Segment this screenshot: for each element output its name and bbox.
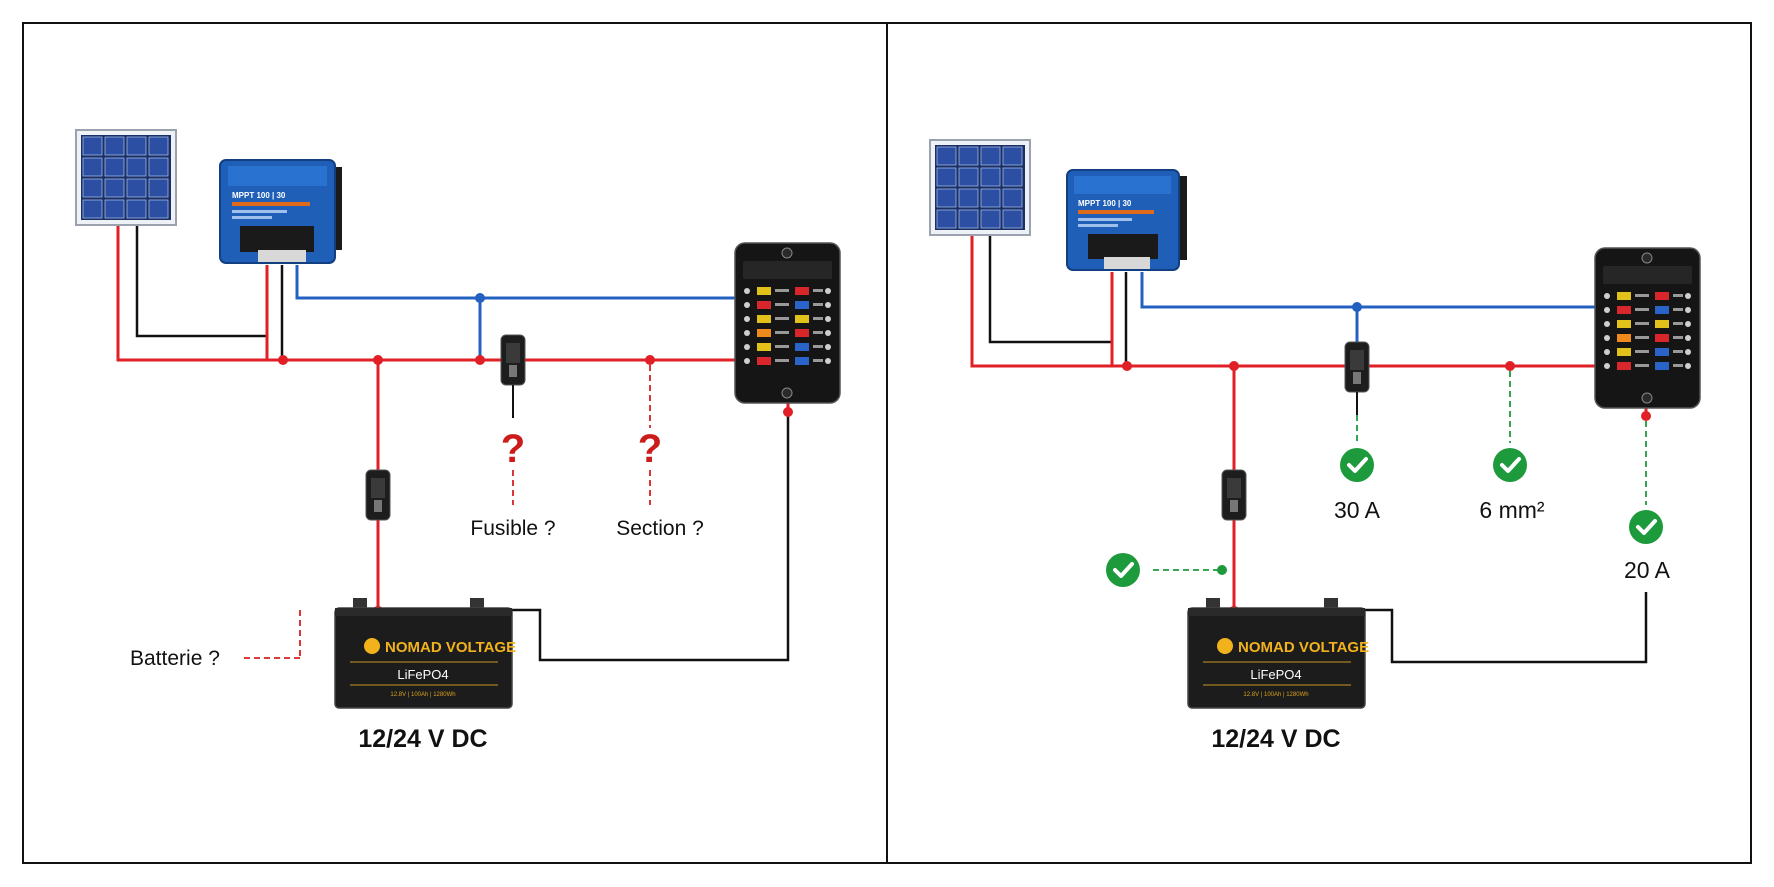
junction-dot xyxy=(278,355,288,365)
solar-panel-icon xyxy=(75,129,177,226)
inline-fuse-icon xyxy=(365,469,391,521)
output-fuse-value-label: 20 A xyxy=(1624,557,1671,583)
question-mark-icon: ? xyxy=(638,427,662,471)
check-circle-icon xyxy=(1627,508,1665,546)
battery-spec-label: 12.8V | 100Ah | 1280Wh xyxy=(390,692,455,698)
fuse-box-icon xyxy=(734,242,841,404)
signal-wire xyxy=(1140,272,1596,309)
right-panel: MPPT 100 | 30 NOMAD VOLTAGE LiFePO4 12.8… xyxy=(929,139,1701,753)
mppt-controller-icon: MPPT 100 | 30 xyxy=(1066,169,1187,271)
voltage-label: 12/24 V DC xyxy=(358,725,487,753)
battery-brand-label: NOMAD VOLTAGE xyxy=(385,639,516,656)
solar-panel-icon xyxy=(929,139,1031,236)
junction-dot xyxy=(645,355,655,365)
section-value-label: 6 mm² xyxy=(1479,497,1545,523)
junction-dot xyxy=(1505,361,1515,371)
battery-negative-wire xyxy=(512,412,790,662)
section-question-label: Section ? xyxy=(616,517,704,540)
junction-dot xyxy=(475,355,485,365)
signal-wire xyxy=(295,265,735,300)
inline-fuse-icon xyxy=(1221,469,1247,521)
junction-dot xyxy=(1641,411,1651,421)
battery-negative-wire xyxy=(1363,592,1648,664)
junction-dot xyxy=(475,293,485,303)
junction-dot xyxy=(1229,361,1239,371)
voltage-label: 12/24 V DC xyxy=(1211,725,1340,753)
fuse-question-label: Fusible ? xyxy=(470,517,555,540)
battery-icon: NOMAD VOLTAGE LiFePO4 12.8V | 100Ah | 12… xyxy=(334,598,516,709)
battery-chemistry-label: LiFePO4 xyxy=(397,667,448,682)
junction-dot xyxy=(373,355,383,365)
inline-fuse-icon xyxy=(500,334,526,386)
battery-spec-label: 12.8V | 100Ah | 1280Wh xyxy=(1243,692,1308,698)
fuse-box-icon xyxy=(1594,247,1701,409)
positive-bus-wire xyxy=(116,210,735,362)
question-mark-icon: ? xyxy=(501,427,525,471)
positive-bus-wire xyxy=(970,215,1596,368)
inline-fuse-icon xyxy=(1344,341,1370,393)
junction-dot xyxy=(1122,361,1132,371)
check-circle-icon xyxy=(1104,551,1142,589)
controller-model-label: MPPT 100 | 30 xyxy=(1078,199,1132,208)
junction-dot xyxy=(1217,565,1227,575)
check-circle-icon xyxy=(1491,446,1529,484)
junction-dot xyxy=(1352,302,1362,312)
battery-question-label: Batterie ? xyxy=(130,647,220,670)
battery-chemistry-label: LiFePO4 xyxy=(1250,667,1301,682)
left-panel: MPPT 100 | 30 NOMAD VOLTAGE LiFePO4 12.8… xyxy=(75,129,841,753)
controller-model-label: MPPT 100 | 30 xyxy=(232,191,286,200)
battery-brand-label: NOMAD VOLTAGE xyxy=(1238,639,1369,656)
battery-icon: NOMAD VOLTAGE LiFePO4 12.8V | 100Ah | 12… xyxy=(1187,598,1369,709)
mppt-controller-icon: MPPT 100 | 30 xyxy=(219,159,342,264)
junction-dot xyxy=(783,407,793,417)
check-circle-icon xyxy=(1338,446,1376,484)
fuse-value-label: 30 A xyxy=(1334,497,1381,523)
